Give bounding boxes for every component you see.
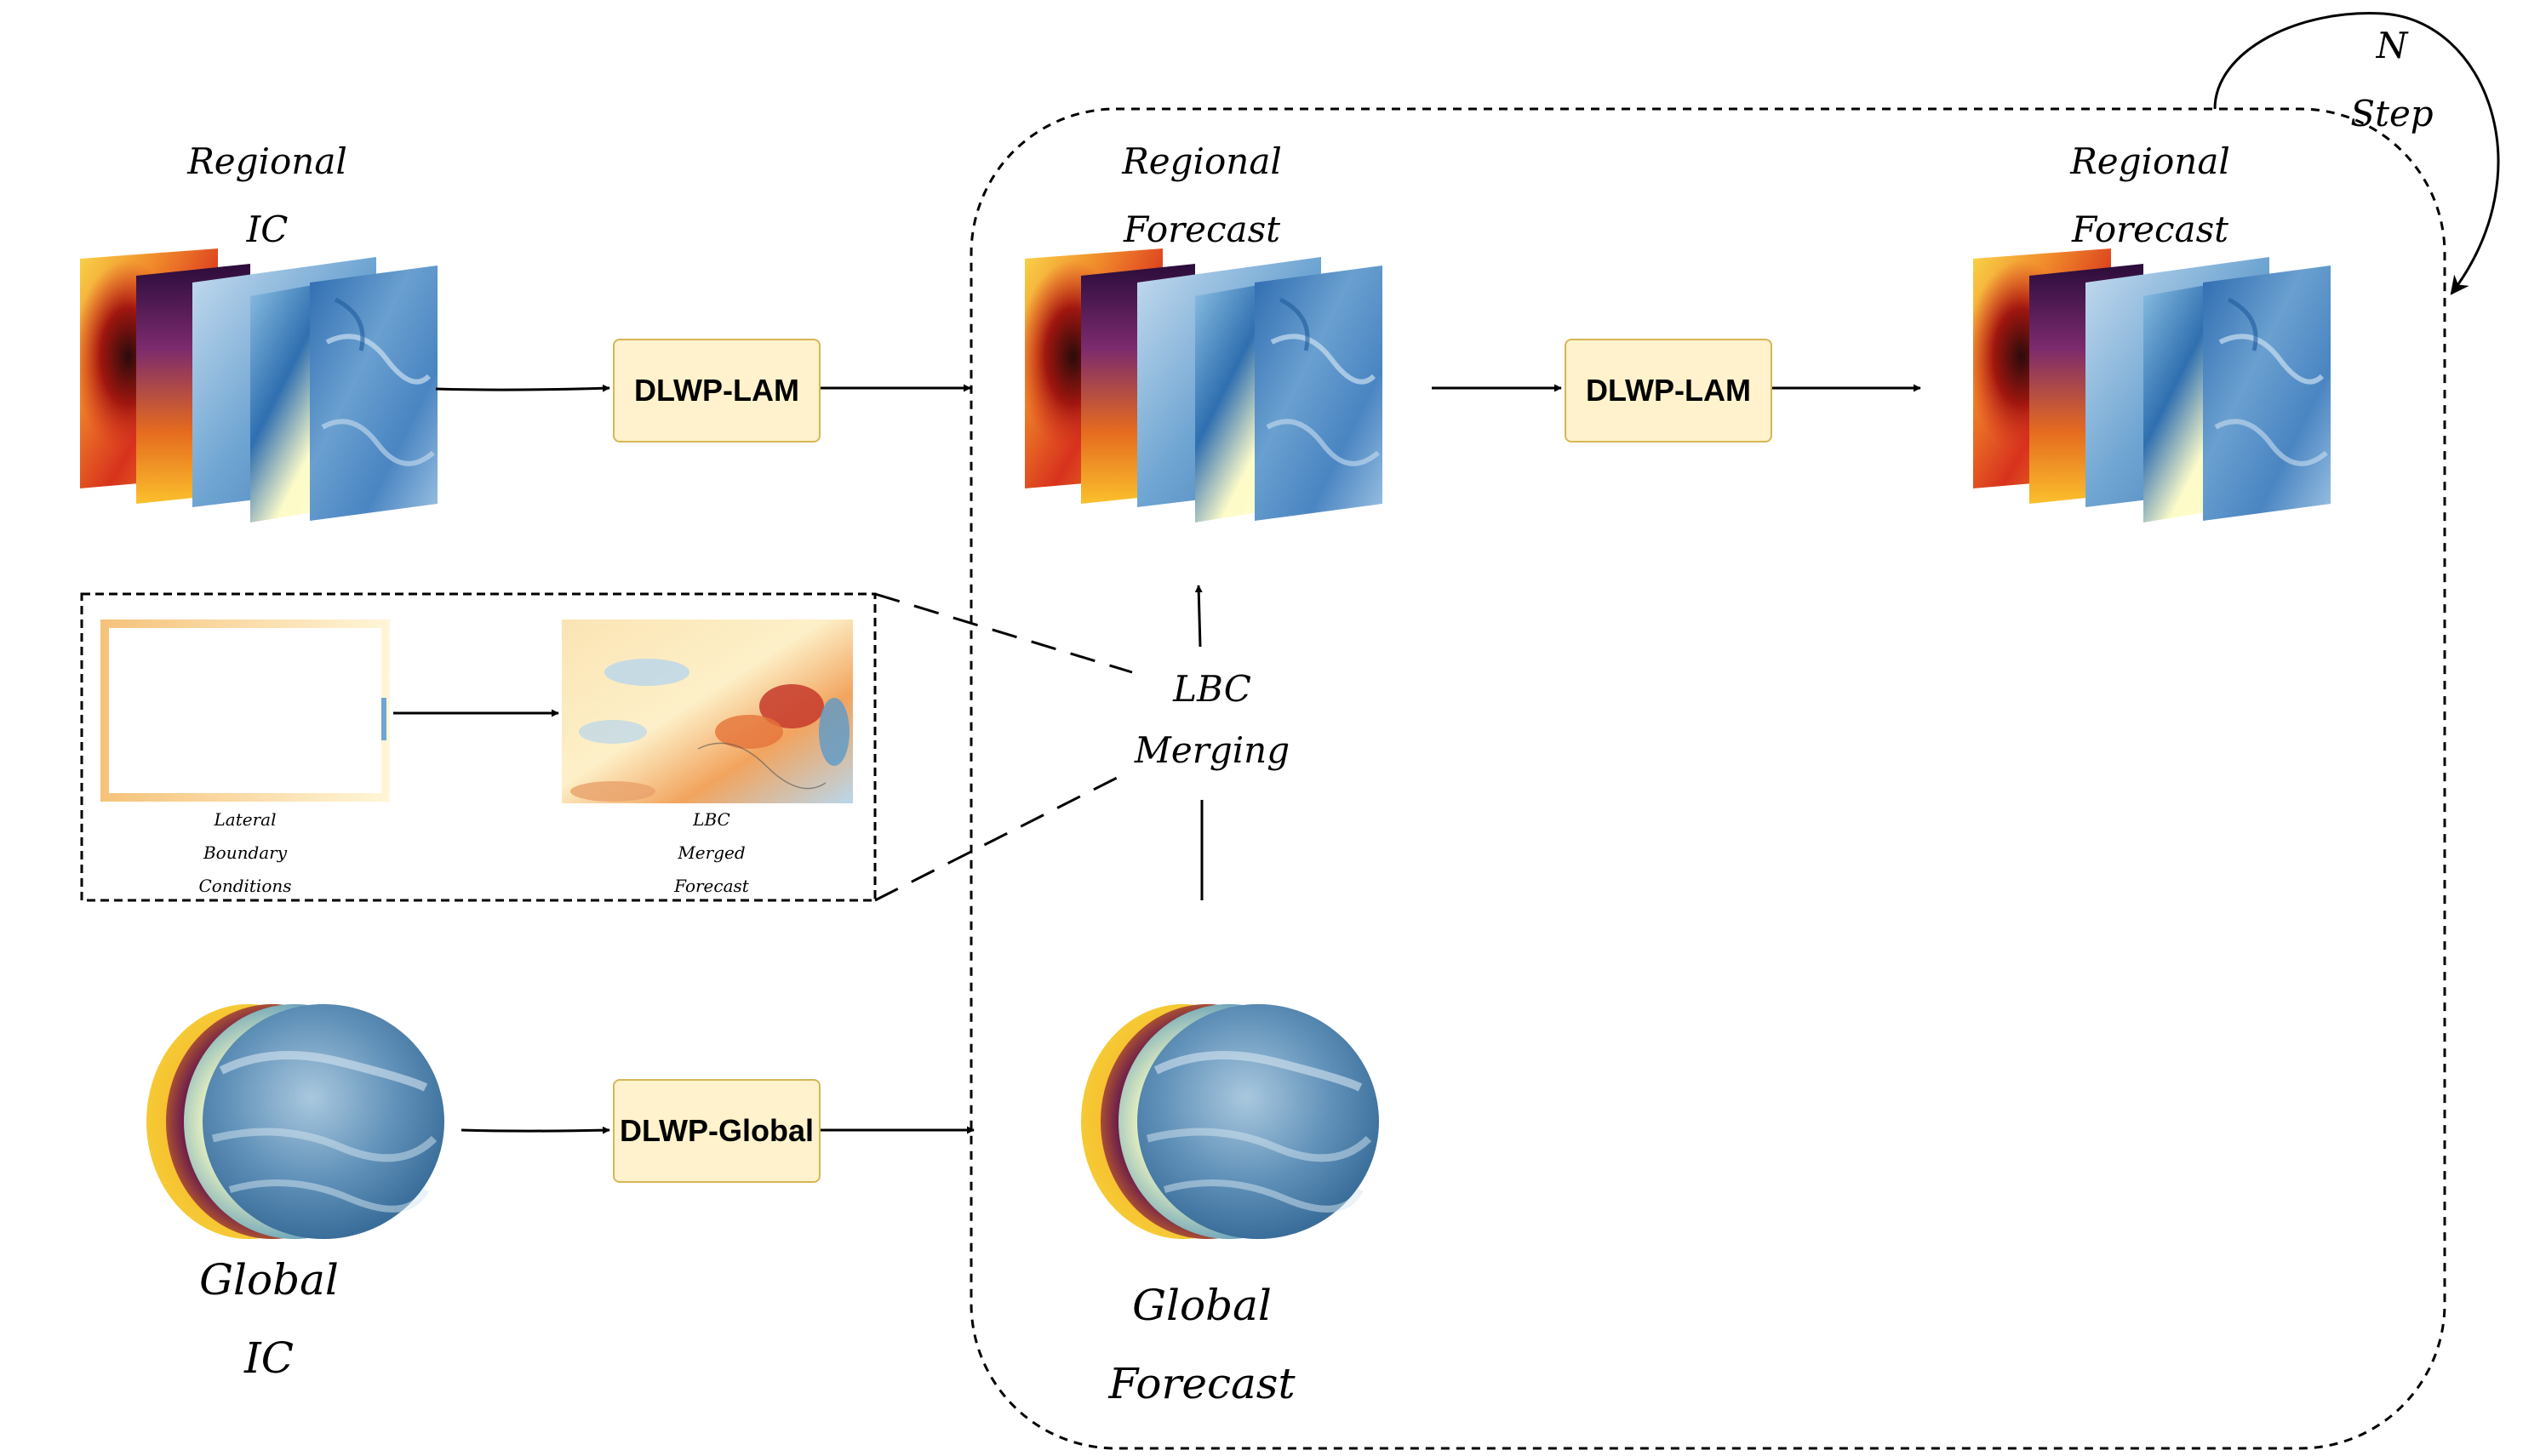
regional-forecast-fields-2 <box>1973 248 2331 522</box>
zoom-line-bottom <box>874 773 1124 902</box>
regional-forecast-label-2: Regional Forecast <box>2031 128 2269 264</box>
arrow-ic-to-lam <box>435 384 610 392</box>
zoom-line-top <box>874 592 1133 674</box>
global-forecast-globes <box>1081 1004 1379 1239</box>
n-step-line-2: Step <box>2350 93 2434 134</box>
regional-forecast-1-line-2: Forecast <box>1123 208 1281 250</box>
lbc-merging-line-2: Merging <box>1134 729 1290 771</box>
n-step-loop-container <box>970 107 2446 1450</box>
n-step-label: N Step <box>2315 12 2469 148</box>
regional-forecast-1-line-1: Regional <box>1122 140 1282 182</box>
regional-forecast-2-line-1: Regional <box>2070 140 2230 182</box>
global-ic-globes <box>146 1004 444 1239</box>
global-ic-line-2: IC <box>243 1333 294 1383</box>
lbc-merged-line-2: Merged <box>678 842 746 863</box>
arrow-global-ic-to-model <box>461 1126 610 1134</box>
regional-ic-fields <box>80 248 438 522</box>
dlwp-lam-box-2: DLWP-LAM <box>1565 339 1772 443</box>
lbc-merging-label: LBC Merging <box>1093 659 1331 781</box>
n-step-line-1: N <box>2376 25 2408 66</box>
lbc-merging-line-1: LBC <box>1173 668 1251 710</box>
n-step-loop-arrow <box>2213 12 2500 295</box>
dlwp-lam-box-1: DLWP-LAM <box>613 339 821 443</box>
global-forecast-label: Global Forecast <box>1074 1266 1330 1423</box>
regional-ic-label: Regional IC <box>148 128 386 264</box>
lbc-merged-line-3: Forecast <box>674 876 749 896</box>
global-forecast-line-1: Global <box>1132 1281 1272 1330</box>
lateral-boundary-line-1: Lateral <box>214 809 277 830</box>
dlwp-global-box: DLWP-Global <box>613 1079 821 1183</box>
regional-ic-line-1: Regional <box>187 140 347 182</box>
dlwp-lam-label-1: DLWP-LAM <box>634 373 799 408</box>
regional-forecast-fields-1 <box>1025 248 1382 522</box>
dlwp-global-label: DLWP-Global <box>620 1113 814 1148</box>
dlwp-lam-label-2: DLWP-LAM <box>1586 373 1751 408</box>
lbc-merged-label: LBC Merged Forecast <box>618 803 805 903</box>
regional-forecast-label-1: Regional Forecast <box>1083 128 1321 264</box>
lateral-boundary-label: Lateral Boundary Conditions <box>152 803 339 903</box>
lbc-inset-box <box>80 592 877 902</box>
lateral-boundary-line-3: Conditions <box>198 876 292 896</box>
regional-forecast-2-line-2: Forecast <box>2071 208 2229 250</box>
global-ic-line-1: Global <box>199 1255 339 1305</box>
regional-ic-line-2: IC <box>246 208 289 250</box>
global-forecast-line-2: Forecast <box>1108 1359 1296 1408</box>
lbc-merged-line-1: LBC <box>693 809 730 830</box>
arrow-merging-to-forecast <box>1194 585 1203 648</box>
global-ic-label: Global IC <box>150 1241 388 1397</box>
lateral-boundary-line-2: Boundary <box>203 842 288 863</box>
